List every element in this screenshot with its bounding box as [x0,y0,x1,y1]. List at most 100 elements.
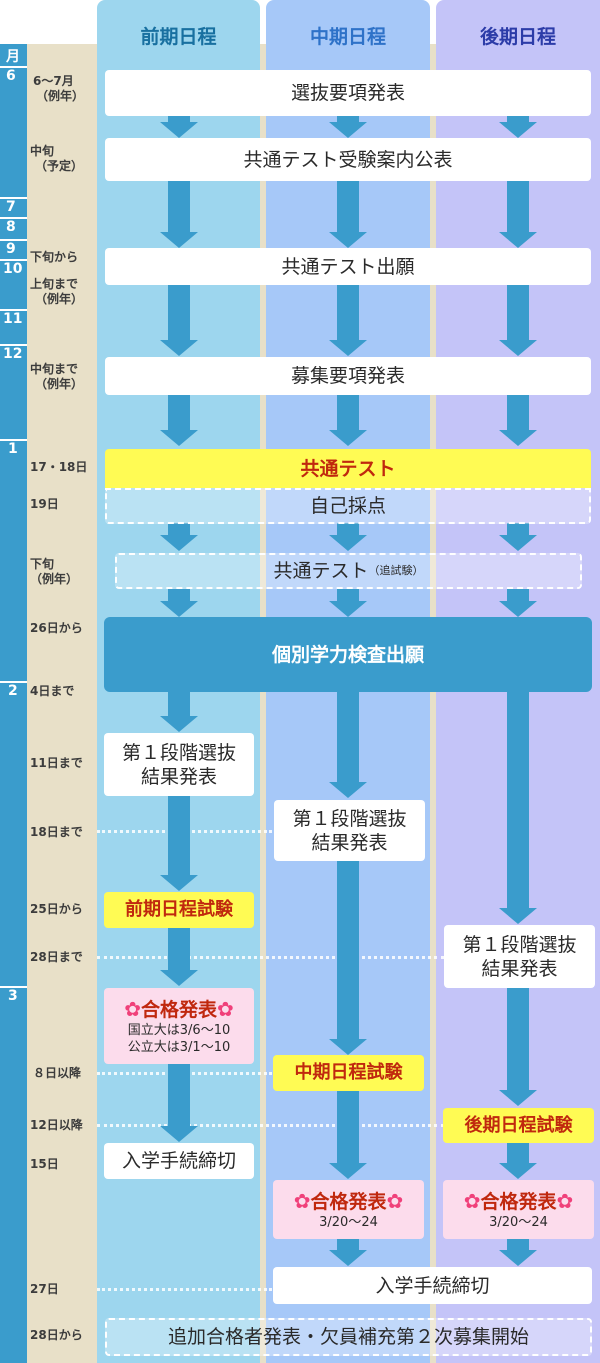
event-late-pass-announcement: ✿合格発表✿ 3/20～24 [443,1180,594,1239]
arrow-down-icon [329,430,367,446]
arrow-shaft [337,1239,359,1252]
event-common-test: 共通テスト [105,449,591,488]
arrow-down-icon [160,875,198,891]
arrow-shaft [507,181,529,234]
date-label: 下旬（例年） [30,557,79,586]
event-recruitment-guidelines: 募集要項発表 [105,357,591,395]
event-individual-application: 個別学力検査出願 [104,617,592,692]
date-label: 18日まで [30,825,83,839]
arrow-down-icon [329,340,367,356]
arrow-shaft [507,523,529,537]
month-1: 1 [0,439,27,681]
arrow-down-icon [499,430,537,446]
arrow-down-icon [499,232,537,248]
mid-schedule-header: 中期日程 [309,26,386,48]
arrow-shaft [507,988,529,1092]
arrow-shaft [168,285,190,341]
arrow-shaft [337,523,359,537]
month-header: 月 [6,49,20,65]
event-common-test-application: 共通テスト出願 [105,248,591,285]
month-7: 7 [0,197,27,217]
arrow-shaft [337,692,359,784]
arrow-shaft [507,285,529,341]
arrow-shaft [168,928,190,972]
flower-icon: ✿ [217,996,234,1021]
flower-icon: ✿ [386,1188,404,1213]
date-label: ８日以降 [33,1066,82,1080]
arrow-shaft [168,692,190,718]
event-common-test-makeup: 共通テスト（追試験） [115,553,582,589]
arrow-down-icon [160,340,198,356]
event-late-first-stage-result: 第１段階選抜結果発表 [444,925,595,988]
date-label: 下旬から [30,250,79,264]
month-11: 11 [0,309,27,344]
event-selection-guidelines: 選抜要項発表 [105,70,591,116]
month-column-bg [0,44,27,1363]
guide-line [97,956,444,959]
date-label: 19日 [30,497,59,511]
arrow-down-icon [160,430,198,446]
arrow-shaft [168,181,190,234]
event-mid-pass-announcement: ✿合格発表✿ 3/20～24 [273,1180,424,1239]
guide-line [97,1124,444,1127]
event-mid-exam: 中期日程試験 [273,1055,424,1091]
month-6: 6 [0,66,27,197]
date-label: 11日まで [30,756,83,770]
arrow-shaft [168,589,190,603]
event-mid-first-stage-result: 第１段階選抜結果発表 [274,800,425,861]
arrow-down-icon [499,1090,537,1106]
arrow-down-icon [499,601,537,617]
flower-icon: ✿ [124,996,141,1021]
arrow-down-icon [499,1250,537,1266]
arrow-down-icon [160,1126,198,1142]
event-late-exam: 後期日程試験 [443,1108,594,1143]
arrow-down-icon [499,122,537,138]
event-early-pass-announcement: ✿合格発表✿ 国立大は3/6～10 公立大は3/1～10 [104,988,254,1064]
arrow-down-icon [329,122,367,138]
arrow-down-icon [160,122,198,138]
event-early-exam: 前期日程試験 [104,892,254,928]
arrow-down-icon [499,908,537,924]
arrow-shaft [337,181,359,234]
month-3: 3 [0,986,27,1363]
event-common-test-guide: 共通テスト受験案内公表 [105,138,591,181]
arrow-shaft [507,1143,529,1165]
arrow-shaft [168,796,190,877]
arrow-shaft [337,1091,359,1165]
event-early-enrollment-deadline: 入学手続締切 [104,1143,254,1179]
arrow-down-icon [160,970,198,986]
arrow-shaft [507,1239,529,1252]
arrow-down-icon [160,535,198,551]
arrow-down-icon [499,340,537,356]
arrow-down-icon [329,1250,367,1266]
arrow-shaft [168,1064,190,1128]
date-label: 15日 [30,1157,59,1171]
arrow-down-icon [329,535,367,551]
arrow-down-icon [329,1039,367,1055]
date-label: 27日 [30,1282,59,1296]
arrow-shaft [168,116,190,124]
date-label: 26日から [30,621,83,635]
date-label: 12日以降 [30,1118,83,1132]
early-schedule-header: 前期日程 [140,26,217,48]
month-8: 8 [0,217,27,239]
date-label: 中旬まで（例年） [30,362,84,391]
arrow-down-icon [160,601,198,617]
month-12: 12 [0,344,27,439]
arrow-shaft [507,589,529,603]
arrow-shaft [168,523,190,537]
arrow-down-icon [329,601,367,617]
arrow-shaft [337,285,359,341]
arrow-down-icon [160,232,198,248]
arrow-down-icon [329,782,367,798]
arrow-down-icon [160,716,198,732]
event-self-scoring: 自己採点 [105,488,591,524]
arrow-shaft [337,116,359,124]
arrow-shaft [507,116,529,124]
date-label: 25日から [30,902,83,916]
flower-icon: ✿ [293,1188,311,1213]
arrow-shaft [507,395,529,432]
month-10: 10 [0,259,27,309]
flower-icon: ✿ [556,1188,574,1213]
flower-icon: ✿ [463,1188,481,1213]
